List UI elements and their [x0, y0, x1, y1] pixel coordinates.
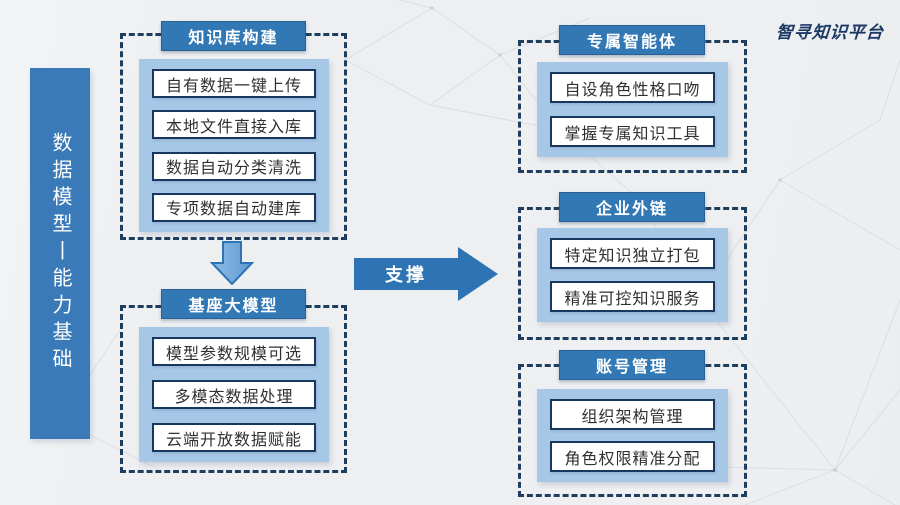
feature-item: 组织架构管理: [550, 399, 715, 430]
feature-item: 本地文件直接入库: [152, 110, 316, 140]
feature-item: 数据自动分类清洗: [152, 151, 316, 181]
section-knowledge-base: 知识库构建 自有数据一键上传 本地文件直接入库 数据自动分类清洗 专项数据自动建…: [120, 21, 347, 240]
feature-panel: 组织架构管理 角色权限精准分配: [537, 389, 728, 482]
feature-item: 自设角色性格口吻: [550, 72, 715, 103]
feature-item: 专项数据自动建库: [152, 192, 316, 222]
brand-logo: 智寻知识平台: [775, 23, 885, 42]
feature-item: 多模态数据处理: [152, 380, 316, 409]
down-arrow: [210, 241, 254, 285]
support-arrow-label: 支撑: [385, 265, 427, 285]
feature-item: 模型参数规模可选: [152, 337, 316, 366]
feature-panel: 自有数据一键上传 本地文件直接入库 数据自动分类清洗 专项数据自动建库: [139, 59, 329, 232]
feature-panel: 特定知识独立打包 精准可控知识服务: [537, 228, 728, 322]
section-exclusive-agent: 专属智能体 自设角色性格口吻 掌握专属知识工具: [518, 25, 747, 173]
feature-item: 角色权限精准分配: [550, 441, 715, 472]
section-enterprise-links: 企业外链 特定知识独立打包 精准可控知识服务: [518, 192, 747, 340]
section-title-base-model: 基座大模型: [161, 289, 306, 319]
category-banner-label: 数据模型丨能力基础: [49, 132, 71, 375]
feature-panel: 自设角色性格口吻 掌握专属知识工具: [537, 62, 728, 157]
feature-item: 云端开放数据赋能: [152, 423, 316, 452]
section-title-account-management: 账号管理: [559, 350, 705, 380]
category-banner: 数据模型丨能力基础: [30, 68, 90, 439]
section-title-exclusive-agent: 专属智能体: [559, 25, 705, 55]
section-title-knowledge-base: 知识库构建: [161, 21, 306, 51]
section-account-management: 账号管理 组织架构管理 角色权限精准分配: [518, 350, 747, 497]
feature-item: 精准可控知识服务: [550, 281, 715, 312]
section-base-model: 基座大模型 模型参数规模可选 多模态数据处理 云端开放数据赋能: [120, 289, 347, 473]
support-arrow: [354, 247, 498, 301]
feature-item: 自有数据一键上传: [152, 69, 316, 98]
section-title-enterprise-links: 企业外链: [559, 192, 705, 222]
feature-panel: 模型参数规模可选 多模态数据处理 云端开放数据赋能: [139, 327, 329, 462]
feature-item: 掌握专属知识工具: [550, 116, 715, 147]
feature-item: 特定知识独立打包: [550, 238, 715, 269]
